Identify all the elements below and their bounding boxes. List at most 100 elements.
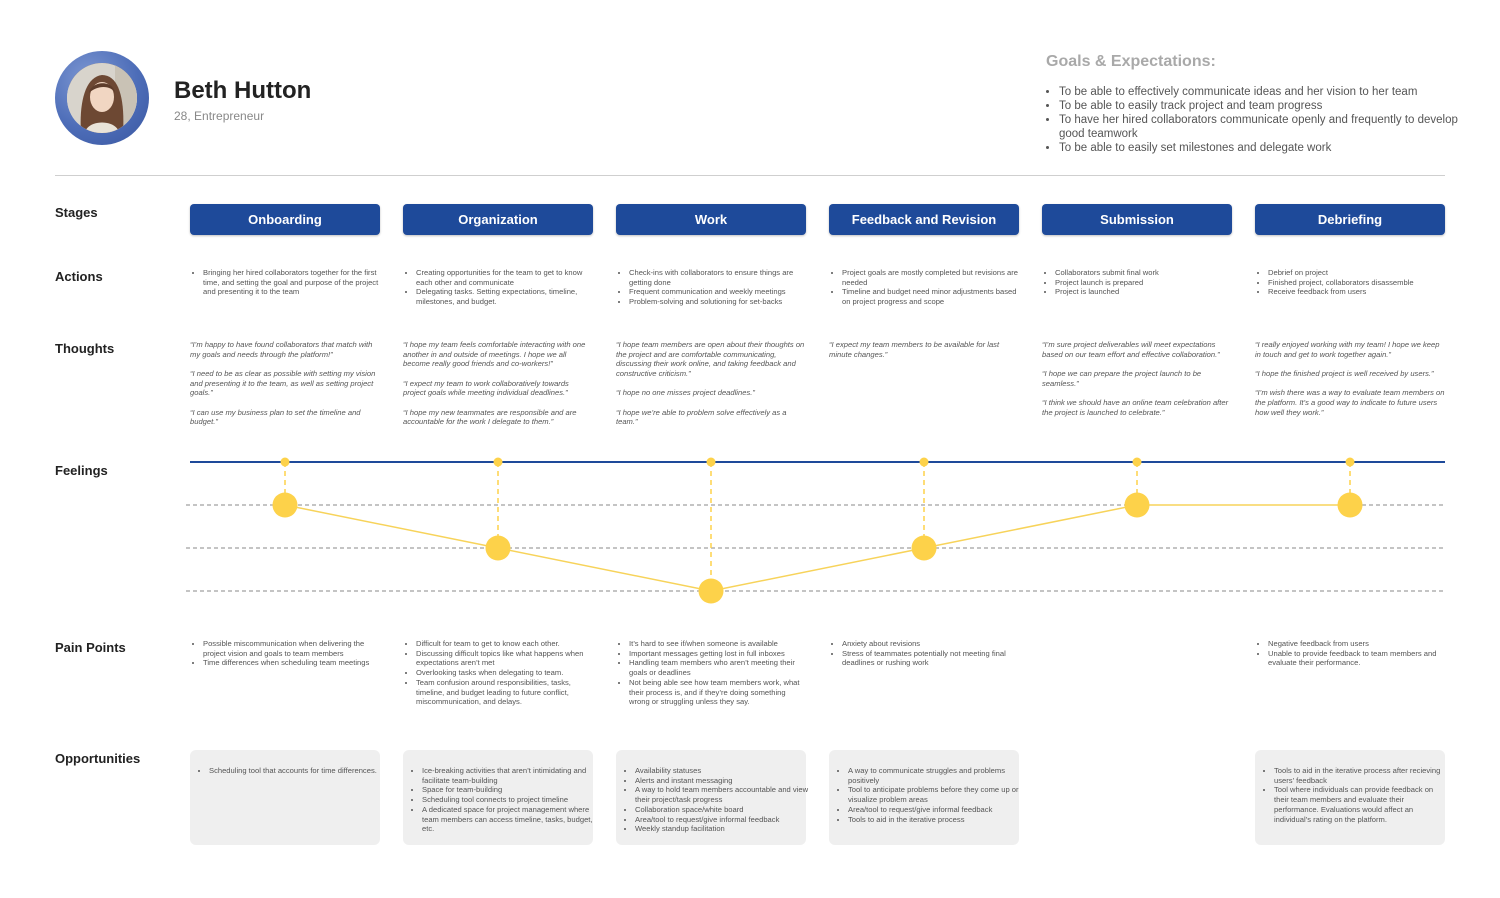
list-item: Collaboration space/white board bbox=[635, 805, 811, 815]
opportunities-list: Scheduling tool that accounts for time d… bbox=[198, 766, 385, 776]
stage-work[interactable]: Work bbox=[616, 204, 806, 235]
list-item: Discussing difficult topics like what ha… bbox=[416, 649, 595, 668]
feeling-anchor-dot bbox=[1132, 457, 1142, 467]
feeling-point bbox=[698, 578, 724, 604]
list-item: Project goals are mostly completed but r… bbox=[842, 268, 1021, 287]
thought-quote: “I hope my team feels comfortable intera… bbox=[403, 340, 586, 369]
list-item: Bringing her hired collaborators togethe… bbox=[203, 268, 382, 297]
list-item: Collaborators submit final work bbox=[1055, 268, 1234, 278]
thought-quote: “I need to be as clear as possible with … bbox=[190, 368, 376, 398]
feeling-point bbox=[272, 492, 298, 518]
list-item: Tool where individuals can provide feedb… bbox=[1274, 785, 1450, 824]
thought-quote: “I hope my new teammates are responsible… bbox=[403, 407, 577, 427]
thought-quote: “I hope we can prepare the project launc… bbox=[1042, 368, 1202, 388]
feeling-anchor-dot bbox=[493, 457, 503, 467]
actions-cell: Project goals are mostly completed but r… bbox=[831, 268, 1021, 307]
row-label-opportunities: Opportunities bbox=[55, 751, 141, 766]
goals-title: Goals & Expectations: bbox=[1046, 53, 1216, 70]
goal-item: To be able to effectively communicate id… bbox=[1059, 85, 1469, 99]
persona-photo bbox=[67, 63, 137, 133]
stage-submission[interactable]: Submission bbox=[1042, 204, 1232, 235]
list-item: Project is launched bbox=[1055, 287, 1234, 297]
list-item: Scheduling tool connects to project time… bbox=[422, 795, 598, 805]
row-label-thoughts: Thoughts bbox=[55, 341, 115, 356]
actions-cell: Collaborators submit final workProject l… bbox=[1044, 268, 1234, 297]
avatar bbox=[55, 51, 149, 145]
stage-feedback-and-revision[interactable]: Feedback and Revision bbox=[829, 204, 1019, 235]
thought-quote: “I can use my business plan to set the t… bbox=[190, 407, 361, 427]
feeling-anchor-dot bbox=[280, 457, 290, 467]
list-item: Receive feedback from users bbox=[1268, 287, 1447, 297]
feeling-anchor-dot bbox=[919, 457, 929, 467]
thoughts-cell: “I’m happy to have found collaborators t… bbox=[190, 340, 380, 436]
thought-quote: “I hope team members are open about thei… bbox=[616, 340, 805, 379]
opportunity-box: A way to communicate struggles and probl… bbox=[829, 750, 1019, 845]
list-item: Finished project, collaborators disassem… bbox=[1268, 278, 1447, 288]
list-item: Possible miscommunication when deliverin… bbox=[203, 639, 382, 658]
feeling-point bbox=[1337, 492, 1363, 518]
list-item: Stress of teammates potentially not meet… bbox=[842, 649, 1021, 668]
actions-list: Creating opportunities for the team to g… bbox=[405, 268, 595, 307]
list-item: Availability statuses bbox=[635, 766, 811, 776]
feeling-anchor-dot bbox=[1345, 457, 1355, 467]
list-item: Frequent communication and weekly meetin… bbox=[629, 287, 808, 297]
thought-quote: “I think we should have an online team c… bbox=[1042, 397, 1229, 417]
thought-quote: “I’m wish there was a way to evaluate te… bbox=[1255, 388, 1445, 417]
thoughts-cell: “I really enjoyed working with my team! … bbox=[1255, 340, 1445, 427]
header-divider bbox=[55, 175, 1445, 176]
actions-list: Check-ins with collaborators to ensure t… bbox=[618, 268, 808, 307]
list-item: Difficult for team to get to know each o… bbox=[416, 639, 595, 649]
actions-cell: Creating opportunities for the team to g… bbox=[405, 268, 595, 307]
thoughts-cell: “I hope my team feels comfortable intera… bbox=[403, 340, 593, 436]
list-item: Timeline and budget need minor adjustmen… bbox=[842, 287, 1021, 306]
list-item: Scheduling tool that accounts for time d… bbox=[209, 766, 385, 776]
actions-list: Collaborators submit final workProject l… bbox=[1044, 268, 1234, 297]
list-item: A way to communicate struggles and probl… bbox=[848, 766, 1024, 785]
thoughts-cell: “I hope team members are open about thei… bbox=[616, 340, 806, 436]
thought-quote: “I hope no one misses project deadlines.… bbox=[616, 388, 755, 398]
actions-cell: Check-ins with collaborators to ensure t… bbox=[618, 268, 808, 307]
opportunity-box: Ice-breaking activities that aren’t inti… bbox=[403, 750, 593, 845]
list-item: Anxiety about revisions bbox=[842, 639, 1021, 649]
list-item: Time differences when scheduling team me… bbox=[203, 658, 382, 668]
opportunity-box: Scheduling tool that accounts for time d… bbox=[190, 750, 380, 845]
feeling-point bbox=[911, 535, 937, 561]
feeling-anchor-dot bbox=[706, 457, 716, 467]
opportunity-box: Tools to aid in the iterative process af… bbox=[1255, 750, 1445, 845]
goals-list: To be able to effectively communicate id… bbox=[1046, 85, 1469, 155]
list-item: Important messages getting lost in full … bbox=[629, 649, 808, 659]
opportunities-list: Ice-breaking activities that aren’t inti… bbox=[411, 766, 598, 834]
feeling-curve bbox=[284, 504, 1350, 592]
stage-debriefing[interactable]: Debriefing bbox=[1255, 204, 1445, 235]
opportunities-list: A way to communicate struggles and probl… bbox=[837, 766, 1024, 824]
list-item: A dedicated space for project management… bbox=[422, 805, 598, 834]
pain-points-list: Difficult for team to get to know each o… bbox=[405, 639, 595, 707]
actions-cell: Debrief on projectFinished project, coll… bbox=[1257, 268, 1447, 297]
thought-quote: “I’m happy to have found collaborators t… bbox=[190, 340, 373, 359]
goal-item: To be able to easily track project and t… bbox=[1059, 99, 1469, 113]
list-item: Creating opportunities for the team to g… bbox=[416, 268, 595, 287]
person-icon bbox=[67, 63, 137, 133]
thought-quote: “I really enjoyed working with my team! … bbox=[1255, 340, 1440, 359]
list-item: Area/tool to request/give informal feedb… bbox=[635, 815, 811, 825]
row-label-feelings: Feelings bbox=[55, 463, 108, 478]
persona-name: Beth Hutton bbox=[174, 77, 312, 104]
list-item: Negative feedback from users bbox=[1268, 639, 1447, 649]
list-item: Handling team members who aren’t meeting… bbox=[629, 658, 808, 677]
list-item: Ice-breaking activities that aren’t inti… bbox=[422, 766, 598, 785]
stage-organization[interactable]: Organization bbox=[403, 204, 593, 235]
thought-quote: “I hope we’re able to problem solve effe… bbox=[616, 407, 787, 427]
feeling-point bbox=[485, 535, 511, 561]
row-label-pain-points: Pain Points bbox=[55, 640, 126, 655]
goal-item: To have her hired collaborators communic… bbox=[1059, 113, 1469, 141]
feeling-point bbox=[1124, 492, 1150, 518]
opportunity-box: Availability statusesAlerts and instant … bbox=[616, 750, 808, 845]
list-item: Tool to anticipate problems before they … bbox=[848, 785, 1024, 804]
list-item: Unable to provide feedback to team membe… bbox=[1268, 649, 1447, 668]
actions-cell: Bringing her hired collaborators togethe… bbox=[192, 268, 382, 297]
row-label-actions: Actions bbox=[55, 269, 103, 284]
stage-onboarding[interactable]: Onboarding bbox=[190, 204, 380, 235]
pain-points-list: Negative feedback from usersUnable to pr… bbox=[1257, 639, 1447, 668]
